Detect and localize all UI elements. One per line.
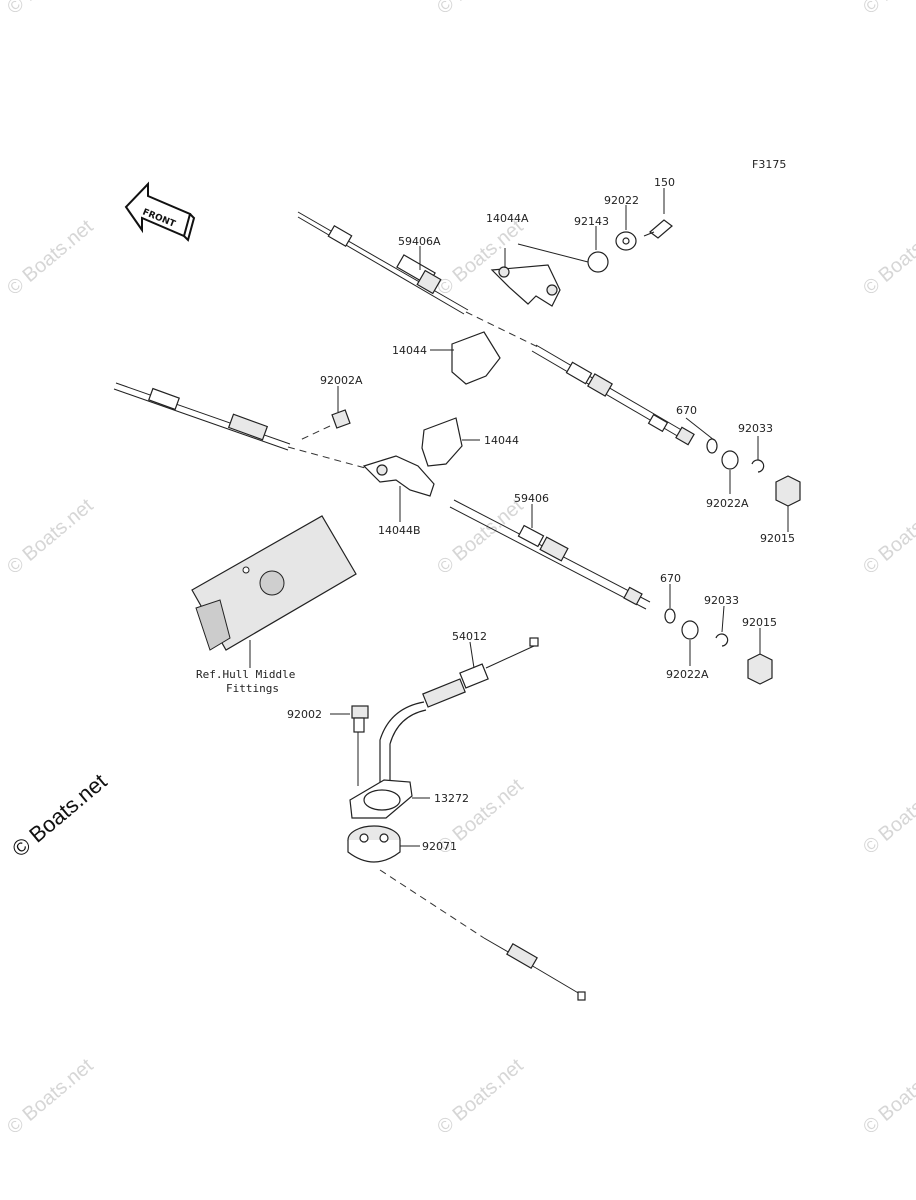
part-labels: 150 92022 92143 14044A 59406A 14044 9200… (287, 176, 795, 853)
oring-670-lower-icon (664, 608, 676, 624)
watermark: © Boats.net (433, 494, 528, 578)
nut-92015-upper-icon (775, 475, 801, 507)
label-670-upper: 670 (676, 404, 697, 417)
label-92033-upper: 92033 (738, 422, 773, 435)
watermark: © Boats.net (859, 215, 916, 299)
label-59406: 59406 (514, 492, 549, 505)
clamp-14044A (490, 243, 589, 307)
label-92033-lower: 92033 (704, 594, 739, 607)
watermark: © Boats.net (859, 494, 916, 578)
reference-label-line1: Ref.Hull Middle (196, 668, 295, 681)
label-92015-lower: 92015 (742, 616, 777, 629)
watermark: © Boats.net (3, 215, 98, 299)
washer-92022A-lower-icon (681, 620, 699, 640)
label-92002A: 92002A (320, 374, 363, 387)
label-14044B: 14044B (378, 524, 421, 537)
bolt-92002A-icon (299, 409, 351, 441)
cable-59406 (113, 382, 651, 610)
spacer-92143-icon (587, 251, 609, 273)
watermark: © Boats.net (859, 774, 916, 858)
label-92022A-lower: 92022A (666, 668, 709, 681)
cable-54012-lower (379, 869, 586, 1001)
label-59406A: 59406A (398, 235, 441, 248)
front-arrow-icon: FRONT (124, 181, 196, 242)
label-14044-upper: 14044 (392, 344, 427, 357)
clip-92033-upper-icon (751, 459, 765, 473)
bolt-92002-icon (351, 705, 369, 786)
figure-code: F3175 (752, 158, 786, 171)
cable-59406A (297, 211, 695, 446)
washer-92022-icon (615, 231, 637, 251)
watermark: © Boats.net (859, 1054, 916, 1138)
hull-reference (191, 515, 357, 651)
leader-lines (249, 188, 789, 847)
grommet-92071 (347, 825, 401, 863)
label-670-lower: 670 (660, 572, 681, 585)
oring-670-upper-icon (706, 438, 718, 454)
cover-14044-upper (451, 331, 501, 385)
cable-54012 (379, 637, 539, 790)
label-92143: 92143 (574, 215, 609, 228)
watermark-main: © Boats.net (7, 769, 111, 862)
watermark: © Boats.net (859, 0, 916, 19)
clip-92033-lower-icon (715, 633, 729, 647)
watermark: © Boats.net (433, 0, 528, 19)
gasket-13272 (349, 779, 413, 819)
watermark: © Boats.net (3, 0, 98, 19)
label-13272: 13272 (434, 792, 469, 805)
cover-14044-lower (421, 417, 463, 467)
label-92071: 92071 (422, 840, 457, 853)
washer-92022A-upper-icon (721, 450, 739, 470)
label-92002: 92002 (287, 708, 322, 721)
watermark: © Boats.net (3, 494, 98, 578)
label-92022A-upper: 92022A (706, 497, 749, 510)
reference-label-line2: Fittings (226, 682, 279, 695)
label-54012: 54012 (452, 630, 487, 643)
watermark: © Boats.net (3, 1054, 98, 1138)
label-14044-lower: 14044 (484, 434, 519, 447)
bolt-150-icon (643, 219, 673, 239)
watermark: © Boats.net (433, 1054, 528, 1138)
label-14044A: 14044A (486, 212, 529, 225)
label-92015-upper: 92015 (760, 532, 795, 545)
nut-92015-lower-icon (747, 653, 773, 685)
label-150: 150 (654, 176, 675, 189)
bracket-14044B (362, 455, 435, 497)
label-92022: 92022 (604, 194, 639, 207)
